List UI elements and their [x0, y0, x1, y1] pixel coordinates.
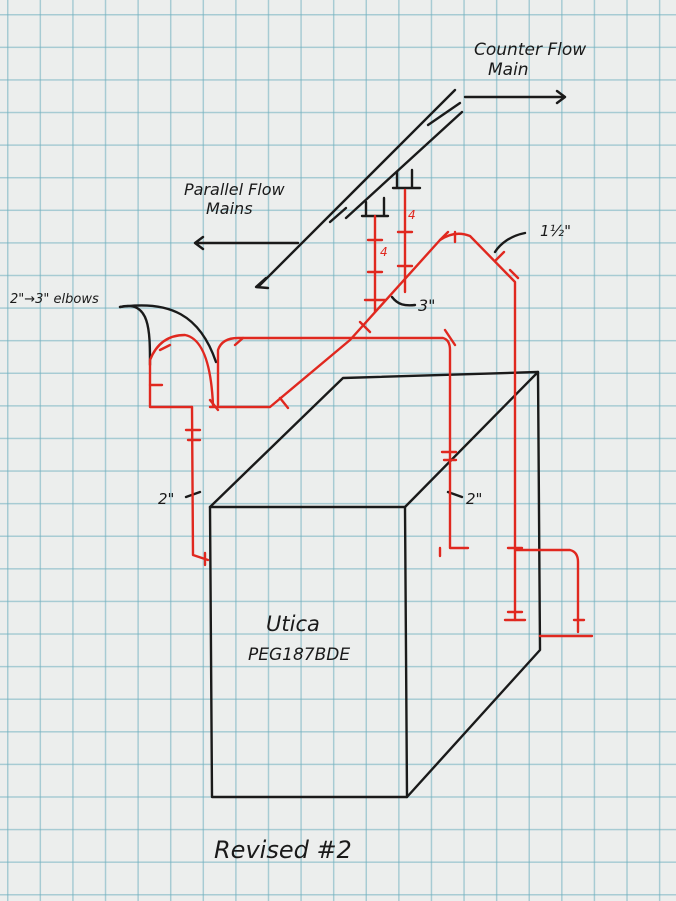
revision-label: Revised #2 [214, 836, 352, 864]
boiler-outline [208, 370, 542, 799]
elbows-label: 2"→3" elbows [10, 292, 99, 307]
boiler-brand-label: Utica [266, 612, 320, 636]
pipe-size-2-right-label: 2" [466, 490, 483, 508]
label-line: Mains [206, 199, 253, 218]
riser-mark: 4 [408, 208, 416, 222]
label-line: Parallel Flow [184, 180, 285, 199]
leader-lines [118, 231, 527, 499]
near-boiler-piping [148, 188, 594, 638]
boiler-model-label: PEG187BDE [248, 645, 351, 665]
pipe-size-2-left-label: 2" [158, 490, 175, 508]
pipe-size-1-5-label: 1½" [540, 222, 571, 240]
parallel-flow-mains-label: Parallel Flow Mains [184, 180, 285, 218]
pipe-size-3-label: 3" [418, 296, 436, 315]
label-line: Main [488, 60, 529, 80]
counter-flow-main-label: Counter Flow Main [474, 40, 586, 80]
riser-mark: 4 [380, 245, 388, 259]
steam-mains [193, 88, 567, 290]
label-line: Counter Flow [474, 40, 587, 60]
